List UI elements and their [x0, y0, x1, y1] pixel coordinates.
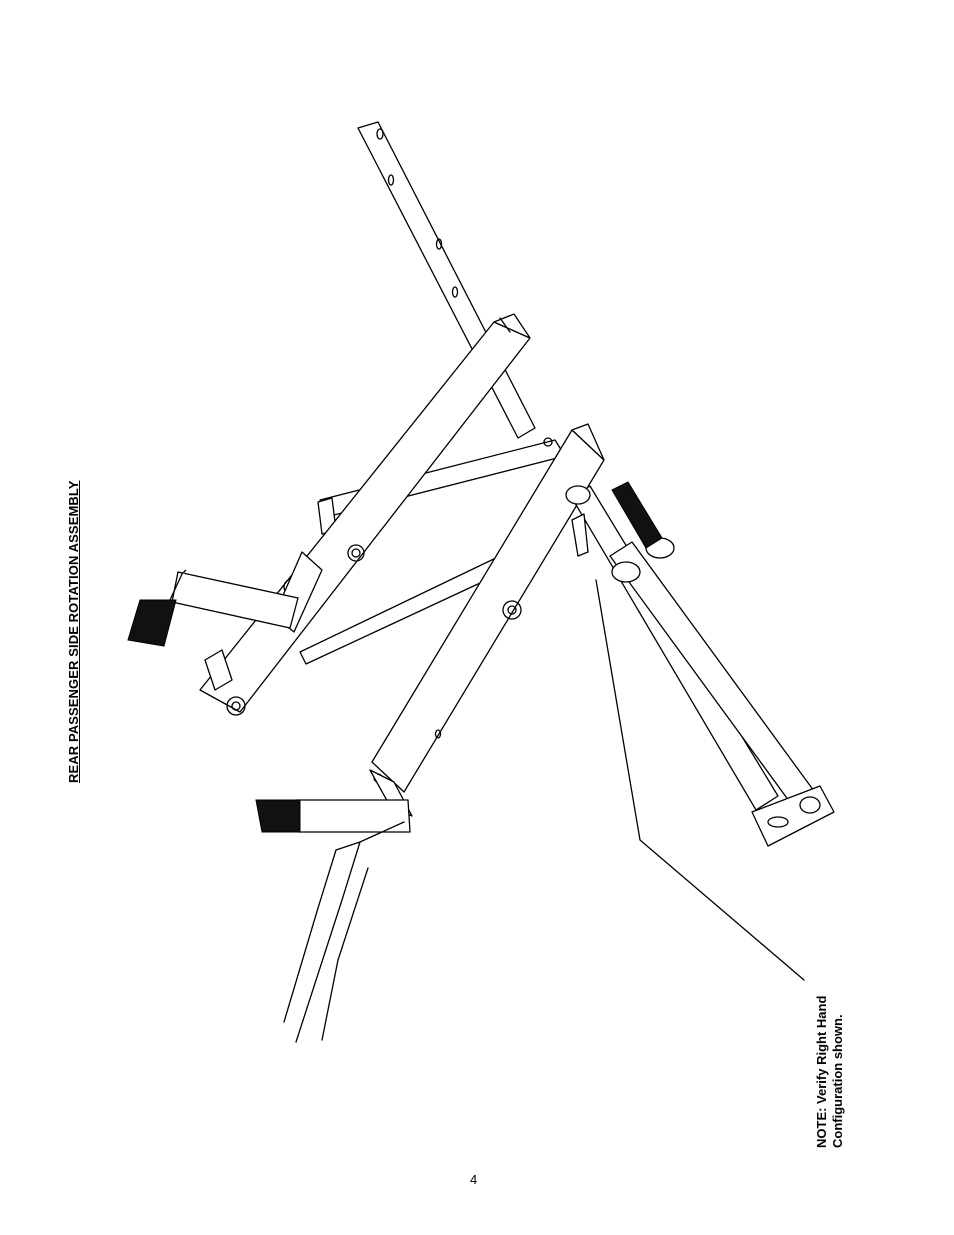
end-cap [751, 785, 835, 847]
center-footrest [255, 799, 411, 833]
left-footrest [127, 569, 299, 647]
note-line-2: Configuration shown. [830, 1014, 845, 1148]
lower-tubes [283, 821, 405, 1043]
handle-grip [611, 481, 663, 549]
lower-square-arm [369, 423, 605, 817]
actuator-rods [565, 485, 823, 817]
leader-line [595, 579, 805, 981]
configuration-note: NOTE: Verify Right Hand Configuration sh… [814, 996, 846, 1148]
note-line-1: NOTE: Verify Right Hand [814, 995, 829, 1148]
page-number: 4 [470, 1172, 478, 1187]
